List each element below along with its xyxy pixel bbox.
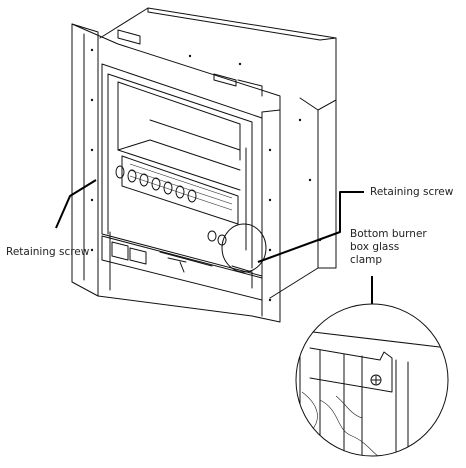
bottom-burner-clamp-label: Bottom burner box glass clamp [350,228,427,267]
detail-inset [295,303,449,457]
fireplace-outer-body [71,7,337,323]
clamp-label-line-1: Bottom burner [350,228,427,240]
clamp-highlight-circle [221,223,267,273]
clamp-label-line-2: box glass [350,241,400,253]
screw-dots [90,48,322,302]
retaining-screw-left-label: Retaining screw [6,246,90,258]
clamp-label-line-3: clamp [350,254,383,266]
retaining-screw-right-label: Retaining screw [370,186,454,198]
